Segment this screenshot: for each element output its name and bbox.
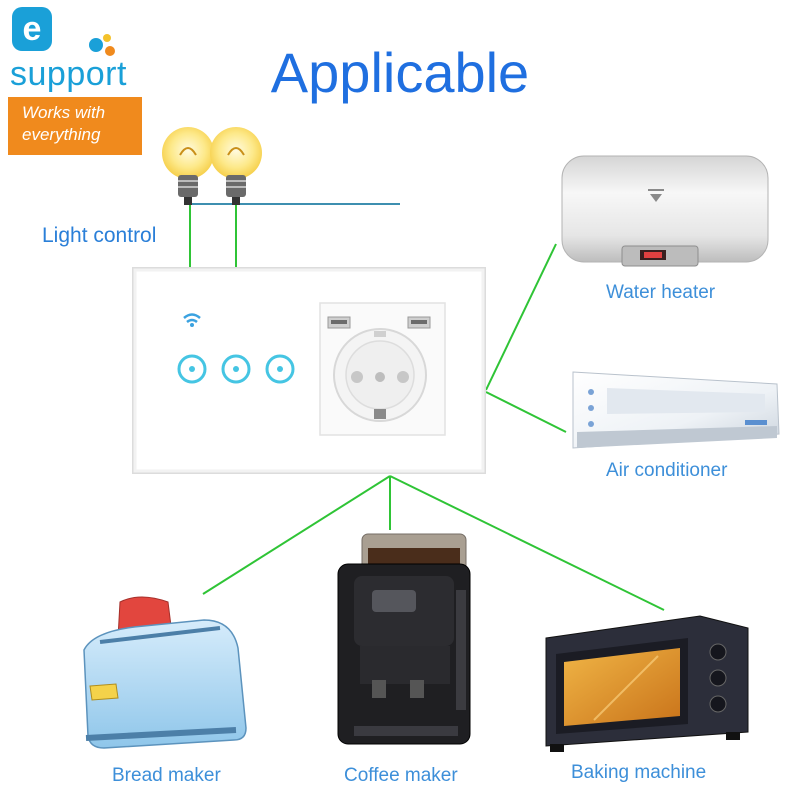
logo-dot-orange	[105, 46, 115, 56]
usb-port-right-icon	[407, 316, 431, 329]
touch-button-1	[177, 354, 207, 384]
touch-button-2	[221, 354, 251, 384]
line-air-conditioner	[485, 391, 567, 433]
label-light-control: Light control	[42, 224, 157, 247]
esupport-logo-icon: e	[12, 7, 115, 56]
smart-switch-panel	[132, 267, 486, 474]
line-water-heater	[485, 243, 557, 391]
heater-logo-icon	[650, 194, 662, 202]
works-with-badge: Works with everything	[8, 97, 142, 155]
schuko-socket-icon	[333, 328, 427, 422]
page-headline: Applicable	[270, 41, 530, 104]
line-baking-machine	[389, 475, 665, 611]
label-water-heater: Water heater	[606, 282, 716, 303]
logo-wordmark: support	[10, 55, 127, 93]
label-baking-machine: Baking machine	[571, 762, 707, 783]
label-coffee-maker: Coffee maker	[344, 765, 458, 786]
light-bulbs	[162, 127, 262, 205]
baking-machine-image	[545, 615, 749, 752]
bulb-icon-right	[210, 127, 262, 205]
badge-line-1: Works with	[22, 103, 106, 122]
logo-dot-blue	[89, 38, 103, 52]
water-heater-image	[561, 155, 769, 267]
air-conditioner-image	[572, 371, 780, 449]
usb-port-left-icon	[327, 316, 351, 329]
bulb-icon-left	[162, 127, 214, 205]
badge-line-2: everything	[22, 125, 101, 144]
wifi-icon	[183, 313, 201, 327]
coffee-maker-image	[337, 533, 471, 745]
logo-dot-yellow	[103, 34, 111, 42]
bread-maker-image	[83, 596, 247, 749]
touch-button-3	[265, 354, 295, 384]
label-air-conditioner: Air conditioner	[606, 460, 728, 481]
label-bread-maker: Bread maker	[112, 765, 221, 786]
line-bread-maker	[202, 475, 391, 595]
logo-letter: e	[23, 10, 42, 48]
